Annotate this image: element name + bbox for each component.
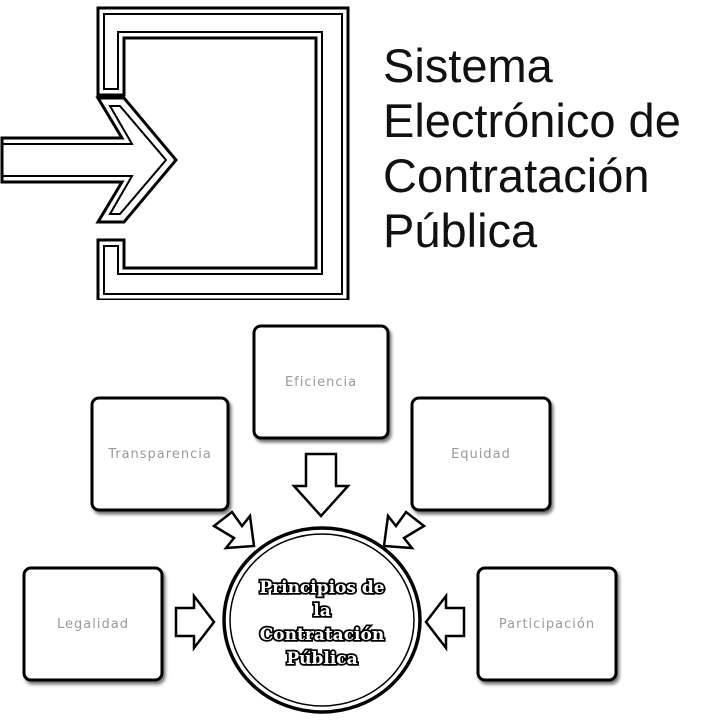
arrow-shape bbox=[0, 96, 178, 224]
center-title-line-1: Principios de bbox=[259, 578, 384, 598]
center-circle: Principios de la Contratación Pública bbox=[222, 526, 422, 714]
principle-box-upper-right: Equidad bbox=[410, 396, 552, 512]
arrow-down-left-icon bbox=[382, 510, 427, 550]
principle-label-left: Legalidad bbox=[57, 617, 129, 632]
center-title-line-3: Contratación bbox=[260, 625, 384, 645]
logo bbox=[0, 6, 350, 300]
principle-label-upper-right: Equidad bbox=[451, 447, 511, 462]
logo-title-line-4: Pública bbox=[383, 204, 538, 257]
center-title-line-4: Pública bbox=[286, 649, 357, 669]
center-title-line-2: la bbox=[313, 601, 330, 621]
bracket-arrow-icon bbox=[0, 6, 350, 300]
arrow-down-right-icon bbox=[211, 510, 256, 550]
arrow-down-icon bbox=[291, 452, 351, 518]
logo-title-line-1: Sistema bbox=[383, 39, 553, 92]
principle-box-top: Eficiencia bbox=[252, 324, 390, 440]
principle-box-left: Legalidad bbox=[22, 566, 164, 682]
logo-title-line-3: Contratación bbox=[383, 149, 650, 202]
principle-box-right: Participación bbox=[476, 566, 618, 682]
logo-title-line-2: Electrónico de bbox=[383, 94, 681, 147]
arrow-inner-line bbox=[2, 105, 168, 215]
bracket-inner-line bbox=[103, 13, 343, 295]
principle-label-top: Eficiencia bbox=[285, 375, 357, 390]
principle-label-upper-left: Transparencia bbox=[107, 447, 212, 462]
principle-box-upper-left: Transparencia bbox=[90, 396, 230, 512]
principle-label-right: Participación bbox=[499, 617, 595, 632]
arrow-left-icon bbox=[424, 592, 466, 652]
arrow-right-icon bbox=[174, 592, 216, 652]
